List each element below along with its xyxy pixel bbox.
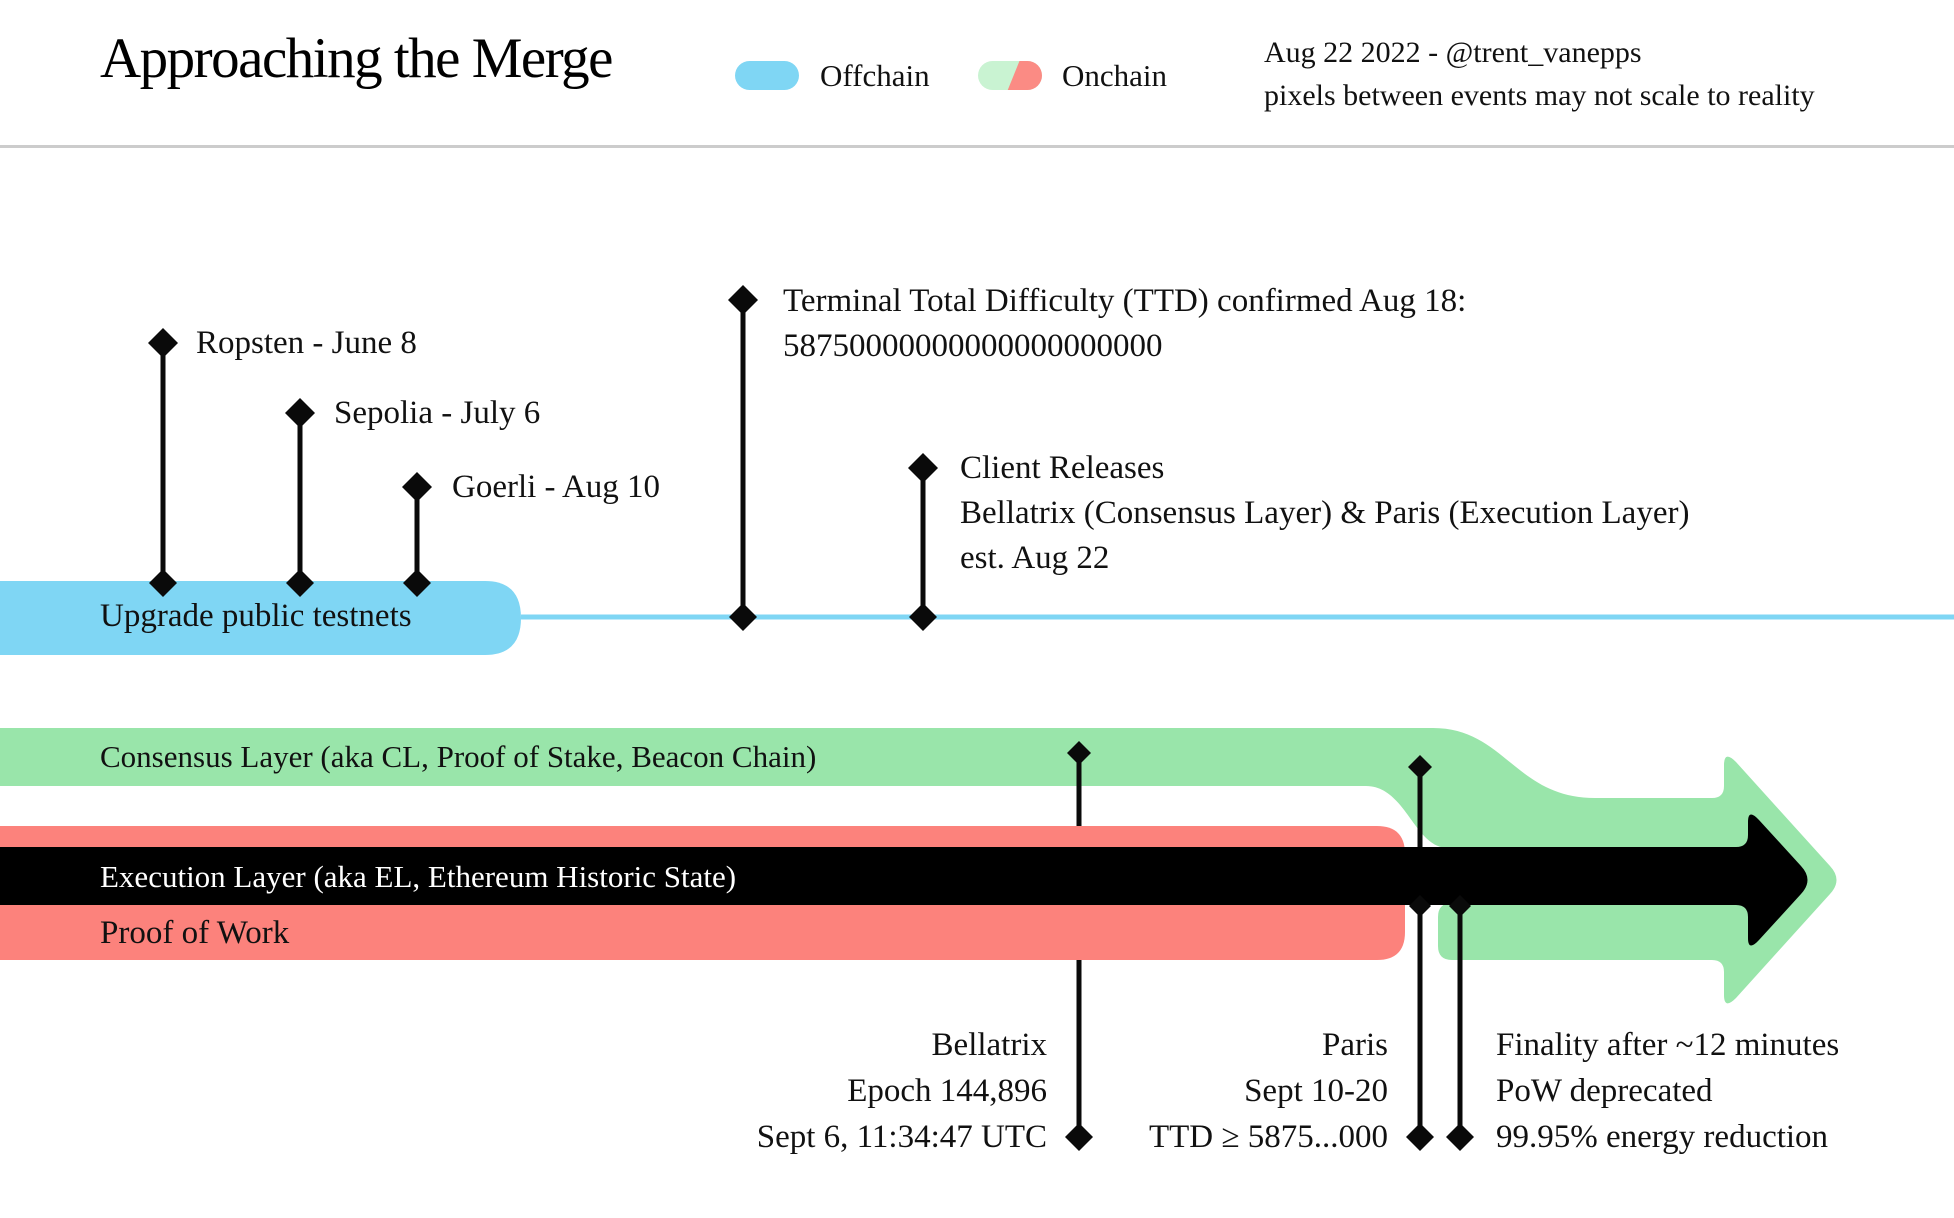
- paris-annotation: Paris Sept 10-20 TTD ≥ 5875...000: [1040, 1022, 1388, 1160]
- paris-bottom-diamond: [1406, 1123, 1434, 1151]
- finality-mid-diamond: [1449, 895, 1471, 917]
- sepolia-label: Sepolia - July 6: [334, 395, 541, 431]
- bellatrix-line2: Epoch 144,896: [847, 1073, 1047, 1109]
- bellatrix-annotation: Bellatrix Epoch 144,896 Sept 6, 11:34:47…: [647, 1022, 1047, 1160]
- onchain-legend-swatch: [978, 61, 1042, 90]
- offchain-legend-swatch: [735, 61, 799, 90]
- paris-line2: Sept 10-20: [1244, 1073, 1388, 1109]
- onchain-legend-label: Onchain: [1062, 58, 1168, 93]
- offchain-bar-label: Upgrade public testnets: [100, 598, 412, 634]
- finality-bottom-diamond: [1446, 1123, 1474, 1151]
- attribution-note: pixels between events may not scale to r…: [1264, 79, 1815, 112]
- ropsten-bar-diamond: [149, 569, 177, 597]
- client-releases-line3: est. Aug 22: [960, 540, 1110, 576]
- execution-bar-label: Execution Layer (aka EL, Ethereum Histor…: [100, 859, 737, 894]
- execution-layer-arrow: [0, 814, 1808, 946]
- sepolia-bar-diamond: [286, 569, 314, 597]
- client-releases-line1: Client Releases: [960, 450, 1165, 486]
- client-releases-line2: Bellatrix (Consensus Layer) & Paris (Exe…: [960, 495, 1690, 531]
- ttd-line-diamond: [729, 603, 757, 631]
- attribution: Aug 22 2022 - @trent_vanepps pixels betw…: [1264, 31, 1815, 117]
- event-diamonds: [148, 285, 1474, 1151]
- client-line-diamond: [909, 603, 937, 631]
- offchain-legend-label: Offchain: [820, 58, 930, 93]
- finality-line1: Finality after ~12 minutes: [1496, 1027, 1840, 1063]
- ttd-top-diamond: [728, 285, 758, 315]
- finality-line3: 99.95% energy reduction: [1496, 1119, 1829, 1155]
- paris-line3: TTD ≥ 5875...000: [1148, 1119, 1388, 1155]
- client-releases-annotation: Client Releases Bellatrix (Consensus Lay…: [960, 446, 1689, 581]
- finality-annotation: Finality after ~12 minutes PoW deprecate…: [1496, 1022, 1839, 1160]
- sepolia-diamond: [285, 398, 315, 428]
- paris-mid-diamond: [1409, 895, 1431, 917]
- client-top-diamond: [908, 453, 938, 483]
- ttd-annotation-line2: 58750000000000000000000: [783, 328, 1163, 364]
- bellatrix-line1: Bellatrix: [931, 1027, 1047, 1063]
- paris-line1: Paris: [1322, 1027, 1388, 1063]
- offchain-line: [521, 614, 1954, 620]
- goerli-diamond: [402, 472, 432, 502]
- goerli-label: Goerli - Aug 10: [452, 469, 661, 505]
- goerli-bar-diamond: [403, 569, 431, 597]
- ttd-annotation-line1: Terminal Total Difficulty (TTD) confirme…: [783, 283, 1467, 319]
- paris-top-diamond: [1408, 755, 1432, 779]
- offchain-bar: [0, 581, 521, 655]
- attribution-date: Aug 22 2022 - @trent_vanepps: [1264, 36, 1642, 69]
- pow-bar-label: Proof of Work: [100, 915, 290, 951]
- bellatrix-top-diamond: [1067, 741, 1091, 765]
- consensus-bar-label: Consensus Layer (aka CL, Proof of Stake,…: [100, 739, 817, 774]
- header-divider: [0, 145, 1954, 148]
- bellatrix-bottom-diamond: [1065, 1123, 1093, 1151]
- ttd-annotation: Terminal Total Difficulty (TTD) confirme…: [783, 279, 1466, 369]
- consensus-layer-arrow: [0, 728, 1837, 1004]
- page-title: Approaching the Merge: [100, 27, 613, 90]
- bellatrix-line3: Sept 6, 11:34:47 UTC: [756, 1119, 1047, 1155]
- finality-line2: PoW deprecated: [1496, 1073, 1713, 1109]
- ropsten-diamond: [148, 328, 178, 358]
- ropsten-label: Ropsten - June 8: [196, 325, 417, 361]
